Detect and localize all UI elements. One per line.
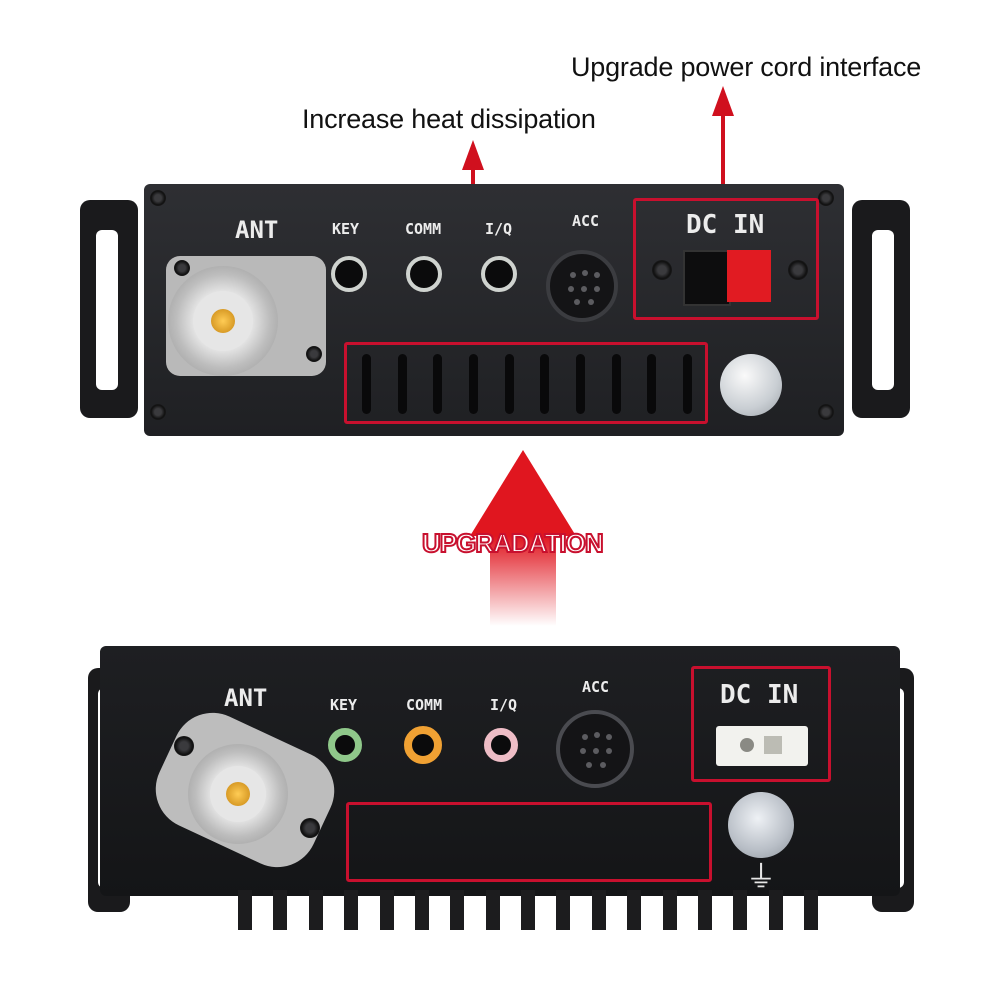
screw-icon (174, 260, 190, 276)
vent-area-highlight (346, 802, 712, 882)
dc-in-label: DC IN (720, 680, 799, 710)
key-jack[interactable] (331, 256, 367, 292)
screw-icon (300, 818, 320, 838)
heatsink-fins (238, 890, 818, 930)
big-arrow-shaft (490, 536, 556, 626)
old-radio-rear-panel: ANT KEY COMM I/Q ACC DC IN ⏚ (88, 640, 914, 940)
ant-label: ANT (224, 684, 268, 712)
ant-center-pin (211, 309, 235, 333)
ant-center-pin (226, 782, 250, 806)
new-radio-rear-panel: ANT KEY COMM I/Q ACC DC IN (80, 178, 910, 440)
screw-icon (306, 346, 322, 362)
screw-icon (788, 260, 808, 280)
key-jack[interactable] (328, 728, 362, 762)
iq-label: I/Q (490, 696, 518, 714)
comm-label: COMM (406, 696, 443, 714)
vent-slots (362, 354, 692, 414)
comm-jack[interactable] (404, 726, 442, 764)
comm-label: COMM (405, 220, 442, 238)
arrow-shaft (721, 114, 725, 198)
heat-caption: Increase heat dissipation (302, 104, 596, 134)
acc-label: ACC (582, 678, 610, 696)
acc-connector[interactable] (546, 250, 618, 322)
screw-icon (818, 404, 834, 420)
ground-icon: ⏚ (746, 861, 776, 894)
ground-knob[interactable] (728, 792, 794, 858)
acc-label: ACC (572, 212, 600, 230)
iq-jack[interactable] (484, 728, 518, 762)
ground-knob[interactable] (720, 354, 782, 416)
arrow-up-icon (712, 86, 734, 116)
upgradation-label: UPGRADATION (421, 527, 605, 559)
right-bracket (852, 200, 910, 418)
comm-jack[interactable] (406, 256, 442, 292)
screw-icon (174, 736, 194, 756)
screw-icon (150, 404, 166, 420)
left-bracket (80, 200, 138, 418)
dc-red-pole[interactable] (727, 250, 771, 302)
dc-black-pole[interactable] (683, 250, 731, 306)
vent-highlight (344, 342, 708, 424)
dc-in-highlight (691, 666, 831, 782)
key-label: KEY (332, 220, 360, 238)
ant-label: ANT (235, 216, 279, 244)
dc-in-label: DC IN (686, 210, 765, 240)
screw-icon (150, 190, 166, 206)
dc-in-highlight (633, 198, 819, 320)
screw-icon (652, 260, 672, 280)
screw-icon (818, 190, 834, 206)
big-arrow-head-icon (470, 450, 576, 536)
power-cord-caption: Upgrade power cord interface (571, 52, 922, 82)
arrow-up-icon (462, 140, 484, 170)
key-label: KEY (330, 696, 358, 714)
acc-connector[interactable] (556, 710, 634, 788)
iq-jack[interactable] (481, 256, 517, 292)
dc-molex-connector[interactable] (716, 726, 808, 766)
iq-label: I/Q (485, 220, 513, 238)
